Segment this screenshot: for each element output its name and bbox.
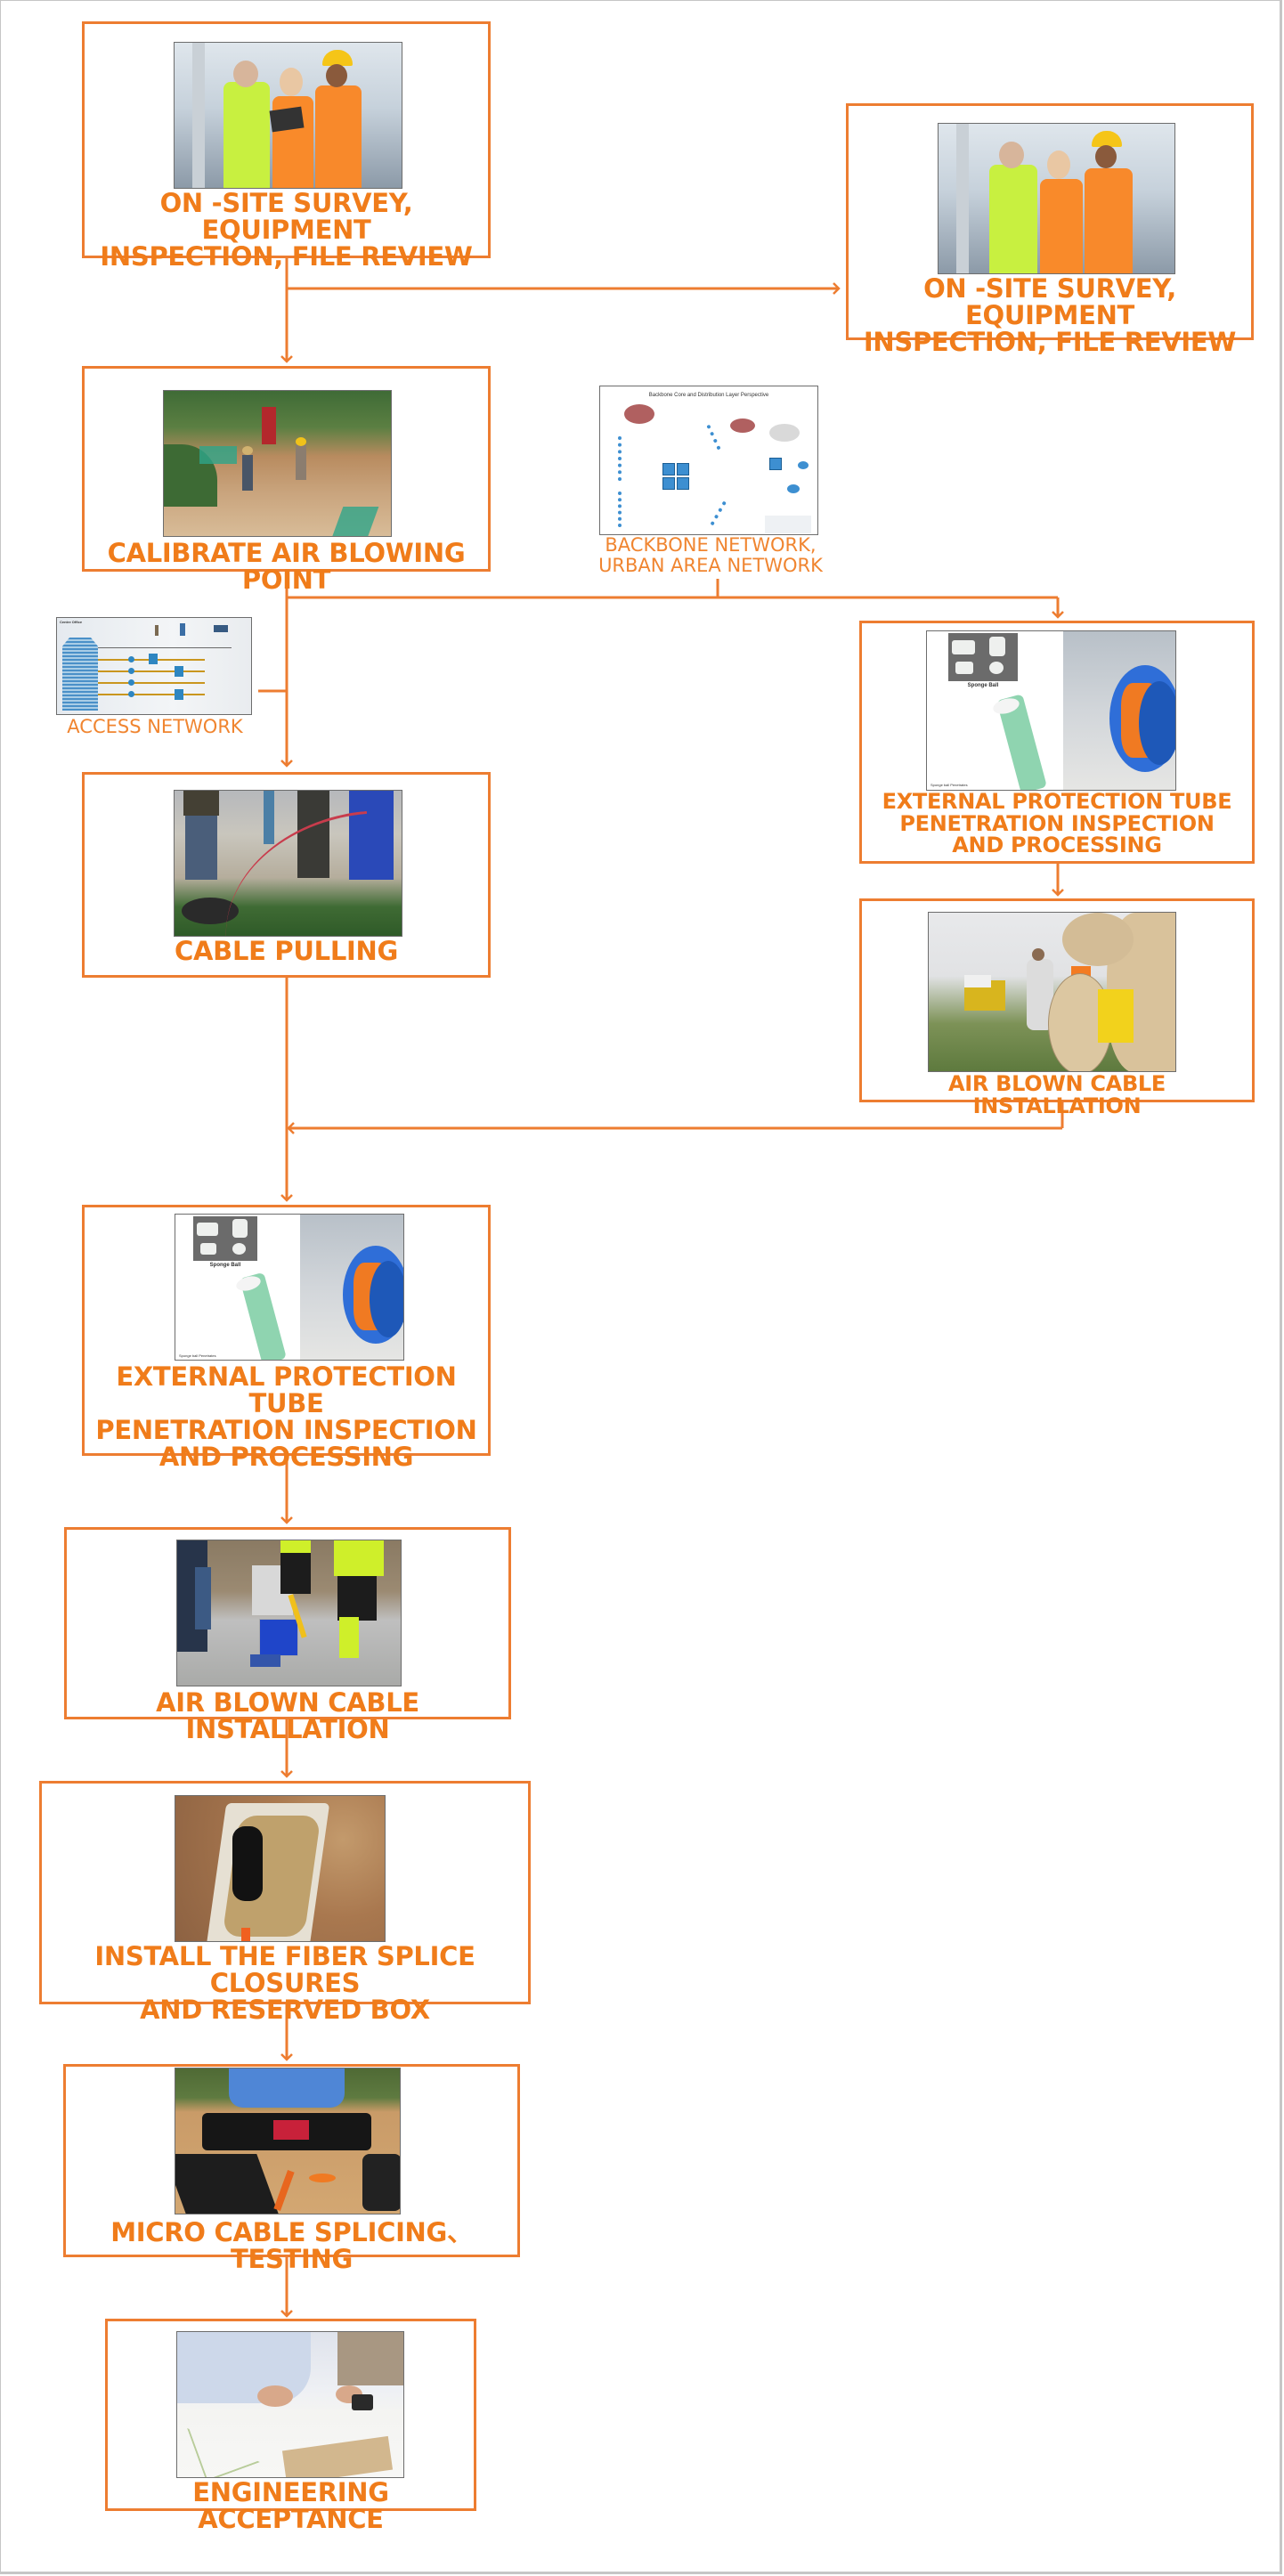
step-engineering-acceptance[interactable]: ENGINEERING ACCEPTANCE bbox=[105, 2319, 476, 2532]
splicing-tools-photo bbox=[175, 2068, 401, 2214]
step-label: AIR BLOWN CABLE INSTALLATION bbox=[156, 1687, 419, 1744]
step-cable-pulling[interactable]: CABLE PULLING bbox=[82, 772, 491, 978]
step-label: INSTALL THE FIBER SPLICE CLOSURES AND RE… bbox=[94, 1941, 475, 2025]
splice-closure-photo bbox=[175, 1795, 386, 1942]
cable-reels-photo bbox=[928, 912, 1176, 1072]
access-network-node[interactable]: Centre Office ACCESS NETWORK bbox=[53, 617, 258, 742]
backbone-network-node[interactable]: Backbone Core and Distribution Layer Per… bbox=[598, 386, 823, 581]
backbone-network-label: BACKBONE NETWORK, URBAN AREA NETWORK bbox=[598, 534, 823, 576]
excavation-photo bbox=[163, 390, 392, 537]
site-survey-photo bbox=[174, 42, 402, 189]
step-label: AIR BLOWN CABLE INSTALLATION bbox=[947, 1071, 1166, 1118]
step-label: CALIBRATE AIR BLOWING POINT bbox=[107, 538, 466, 595]
step-onsite-survey[interactable]: ON -SITE SURVEY, EQUIPMENT INSPECTION, F… bbox=[82, 21, 491, 270]
step-label: ON -SITE SURVEY, EQUIPMENT INSPECTION, F… bbox=[100, 188, 473, 272]
step-label: CABLE PULLING bbox=[175, 936, 398, 966]
step-calibrate-air-blowing-point[interactable]: CALIBRATE AIR BLOWING POINT bbox=[82, 366, 491, 593]
drafting-photo bbox=[176, 2331, 404, 2478]
cable-pulling-photo bbox=[174, 790, 402, 937]
step-install-splice-closures[interactable]: INSTALL THE FIBER SPLICE CLOSURES AND RE… bbox=[39, 1781, 531, 2023]
site-survey-photo bbox=[938, 123, 1175, 274]
access-network-label: ACCESS NETWORK bbox=[67, 716, 243, 737]
step-external-tube-inspection-branch[interactable]: Sponge Ball Sponge ball Penetrates EXTER… bbox=[859, 621, 1255, 864]
step-label: EXTERNAL PROTECTION TUBE PENETRATION INS… bbox=[882, 789, 1232, 858]
blowing-machine-photo bbox=[176, 1540, 402, 1686]
step-air-blown-cable-installation[interactable]: AIR BLOWN CABLE INSTALLATION bbox=[64, 1527, 511, 1743]
step-label: ON -SITE SURVEY, EQUIPMENT INSPECTION, F… bbox=[863, 273, 1237, 357]
sponge-ball-tube-reel-photo: Sponge Ball Sponge ball Penetrates bbox=[926, 630, 1176, 791]
diagram-title: Backbone Core and Distribution Layer Per… bbox=[648, 393, 769, 398]
step-air-blown-cable-branch[interactable]: AIR BLOWN CABLE INSTALLATION bbox=[859, 898, 1255, 1117]
step-label: ENGINEERING ACCEPTANCE bbox=[192, 2477, 389, 2534]
step-label: EXTERNAL PROTECTION TUBE PENETRATION INS… bbox=[95, 1361, 477, 1472]
backbone-network-diagram: Backbone Core and Distribution Layer Per… bbox=[599, 386, 818, 535]
step-micro-cable-splicing-testing[interactable]: MICRO CABLE SPLICING、 TESTING bbox=[63, 2064, 520, 2272]
access-network-diagram: Centre Office bbox=[56, 617, 252, 715]
step-onsite-survey-branch[interactable]: ON -SITE SURVEY, EQUIPMENT INSPECTION, F… bbox=[846, 103, 1254, 355]
step-label: MICRO CABLE SPLICING、 TESTING bbox=[110, 2217, 473, 2274]
step-external-tube-inspection[interactable]: Sponge Ball Sponge ball Penetrates EXTER… bbox=[82, 1205, 491, 1469]
sponge-ball-tube-reel-photo: Sponge Ball Sponge ball Penetrates bbox=[175, 1214, 404, 1361]
